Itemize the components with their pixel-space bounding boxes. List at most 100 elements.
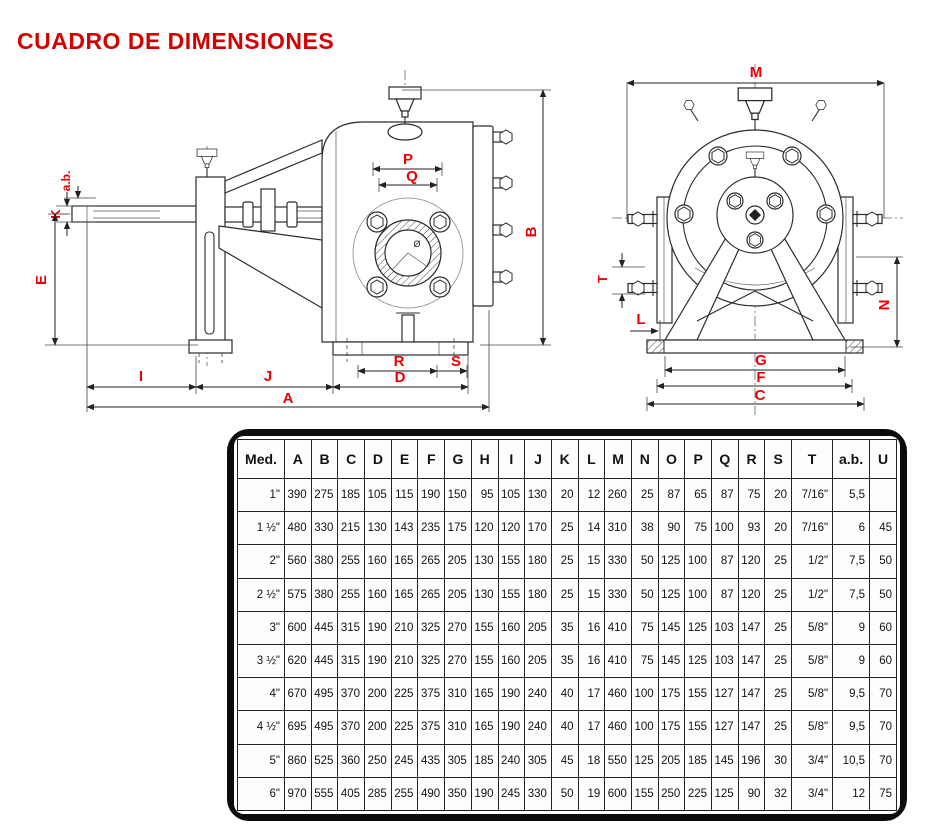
dimension-value: 130 bbox=[470, 577, 499, 612]
dimension-value bbox=[869, 477, 897, 513]
dimension-value: 495 bbox=[310, 677, 339, 712]
dimension-value: 25 bbox=[550, 511, 579, 546]
dimension-value: 143 bbox=[390, 511, 419, 546]
dimension-value: 127 bbox=[711, 677, 739, 712]
dim-label-i: I bbox=[139, 368, 143, 385]
dimension-value: 160 bbox=[497, 610, 526, 645]
column-header-r: R bbox=[737, 439, 766, 479]
dimension-value: 60 bbox=[869, 643, 897, 679]
column-header-h: H bbox=[470, 439, 499, 479]
dimension-value: 90 bbox=[657, 511, 686, 546]
dimension-value: 550 bbox=[604, 743, 632, 778]
dimension-value: 105 bbox=[364, 477, 392, 513]
front-view-dimensions: M T L N G bbox=[595, 64, 903, 411]
dimension-value: 7/16" bbox=[791, 511, 834, 546]
column-header-ab: a.b. bbox=[832, 439, 871, 479]
dimension-value: 147 bbox=[737, 710, 766, 745]
dimension-value: 127 bbox=[711, 710, 739, 745]
dimension-value: 555 bbox=[310, 776, 339, 812]
dimension-value: 103 bbox=[711, 610, 739, 645]
dimension-value: 5/8" bbox=[791, 710, 834, 745]
row-size-label: 3 ½" bbox=[237, 643, 285, 679]
dimension-value: 75 bbox=[684, 511, 712, 546]
dimension-value: 460 bbox=[604, 710, 632, 745]
dimension-value: 9,5 bbox=[832, 677, 871, 712]
dimension-value: 9 bbox=[832, 610, 871, 645]
column-header-p: P bbox=[684, 439, 712, 479]
dimension-value: 205 bbox=[444, 544, 472, 579]
dimension-value: 145 bbox=[711, 743, 739, 778]
column-header-b: B bbox=[310, 439, 339, 479]
technical-drawing: Ø B a. bbox=[33, 64, 903, 415]
dimension-value: 190 bbox=[497, 710, 526, 745]
dimension-value: 25 bbox=[764, 610, 793, 645]
dimension-value: 5,5 bbox=[832, 477, 871, 513]
dimension-value: 330 bbox=[604, 544, 632, 579]
dimension-value: 5/8" bbox=[791, 610, 834, 645]
column-header-a: A bbox=[284, 439, 312, 479]
dimension-value: 25 bbox=[764, 677, 793, 712]
grease-cup-icon bbox=[737, 87, 773, 121]
dimension-value: 90 bbox=[737, 776, 766, 812]
dimension-value: 435 bbox=[417, 743, 446, 778]
dimension-value: 190 bbox=[470, 776, 499, 812]
dimension-value: 310 bbox=[444, 710, 472, 745]
dimension-value: 35 bbox=[550, 643, 579, 679]
coupling bbox=[260, 188, 276, 232]
dimension-value: 1/2" bbox=[791, 577, 834, 612]
dimension-value: 103 bbox=[711, 643, 739, 679]
dimension-value: 25 bbox=[764, 577, 793, 612]
diameter-mark: Ø bbox=[413, 239, 420, 249]
shaft bbox=[71, 205, 197, 223]
dimension-value: 445 bbox=[310, 610, 339, 645]
row-size-label: 5" bbox=[237, 743, 285, 778]
dim-label-t: T bbox=[595, 275, 610, 283]
dimension-value: 245 bbox=[497, 776, 526, 812]
dimension-value: 600 bbox=[604, 776, 632, 812]
dimension-value: 155 bbox=[497, 544, 526, 579]
dimension-value: 245 bbox=[390, 743, 419, 778]
dimension-value: 325 bbox=[417, 610, 446, 645]
dimension-value: 255 bbox=[337, 544, 366, 579]
dimension-value: 270 bbox=[444, 643, 472, 679]
dimension-value: 305 bbox=[524, 743, 552, 778]
dimension-value: 575 bbox=[284, 577, 312, 612]
dimension-value: 350 bbox=[444, 776, 472, 812]
dimension-value: 70 bbox=[869, 710, 897, 745]
dimension-value: 190 bbox=[497, 677, 526, 712]
column-header-d: D bbox=[364, 439, 392, 479]
dimension-value: 87 bbox=[711, 577, 739, 612]
row-size-label: 1 ½" bbox=[237, 511, 285, 546]
dimension-value: 130 bbox=[364, 511, 392, 546]
dimension-value: 150 bbox=[444, 477, 472, 513]
dimension-value: 18 bbox=[577, 743, 606, 778]
dimension-value: 75 bbox=[630, 610, 659, 645]
dim-label-d: D bbox=[395, 369, 406, 386]
dimension-value: 190 bbox=[417, 477, 446, 513]
dimension-value: 20 bbox=[550, 477, 579, 513]
dimension-value: 185 bbox=[470, 743, 499, 778]
dimension-value: 100 bbox=[684, 544, 712, 579]
dim-label-ab: a.b. bbox=[59, 171, 73, 192]
dimension-value: 330 bbox=[604, 577, 632, 612]
dimension-value: 87 bbox=[711, 477, 739, 513]
dimension-value: 145 bbox=[657, 643, 686, 679]
column-header-o: O bbox=[657, 439, 686, 479]
dimension-value: 410 bbox=[604, 610, 632, 645]
grease-cup-icon bbox=[196, 148, 218, 168]
column-header-n: N bbox=[630, 439, 659, 479]
dimension-value: 155 bbox=[684, 710, 712, 745]
dimension-value: 75 bbox=[737, 477, 766, 513]
dimension-value: 100 bbox=[630, 677, 659, 712]
dimension-value: 120 bbox=[737, 544, 766, 579]
dimension-value: 45 bbox=[869, 511, 897, 546]
dimension-value: 9,5 bbox=[832, 710, 871, 745]
dimension-value: 120 bbox=[737, 577, 766, 612]
baseplate bbox=[332, 341, 469, 356]
dimension-value: 130 bbox=[470, 544, 499, 579]
